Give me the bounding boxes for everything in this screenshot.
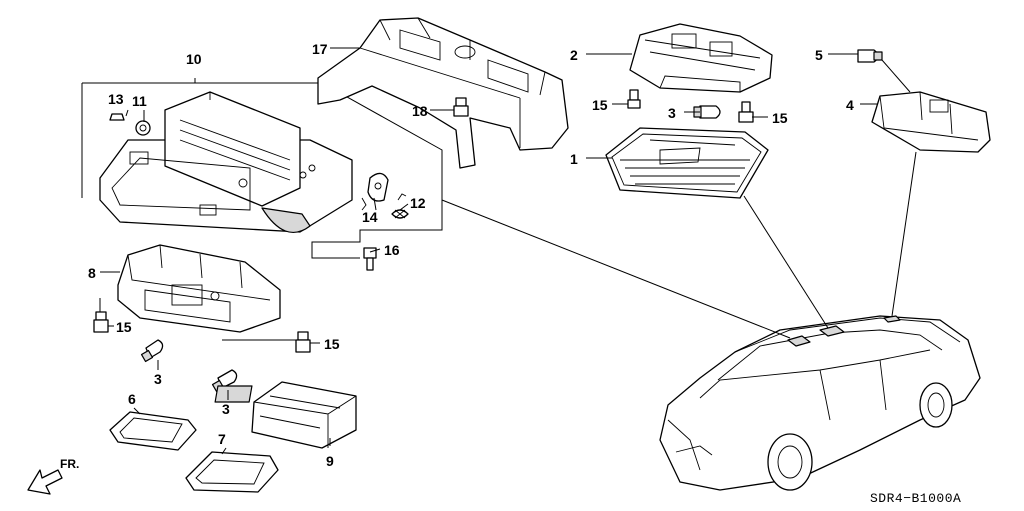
label-1: 1 (570, 151, 578, 167)
label-15-c: 15 (116, 319, 132, 335)
label-10: 10 (186, 51, 202, 67)
front-direction-indicator: FR. (27, 457, 79, 495)
console-assembly-bracket (81, 78, 443, 259)
label-15-d: 15 (324, 336, 340, 352)
light-unit-part-9 (214, 381, 357, 449)
bulb-part-5 (857, 49, 883, 63)
label-11: 11 (132, 93, 147, 109)
label-3-c: 3 (222, 401, 230, 417)
label-3-b: 3 (154, 371, 162, 387)
label-7: 7 (218, 431, 226, 447)
map-light-unit-part-2 (629, 23, 773, 93)
clip-part-14 (361, 172, 389, 211)
direction-label: FR. (60, 457, 79, 471)
bolt-part-15-lower-right (295, 331, 311, 353)
spring-part-12 (391, 193, 409, 219)
label-12: 12 (410, 195, 426, 211)
bulb-part-3-lower-left (140, 339, 164, 363)
label-3-a: 3 (668, 105, 676, 121)
bolt-part-15-upper-right (738, 101, 754, 123)
bolt-part-15-lower-left (93, 311, 109, 333)
label-13: 13 (108, 91, 124, 107)
part-number-labels: 10 13 11 17 18 2 15 3 15 1 5 4 12 14 16 … (88, 41, 854, 469)
lens-part-6 (109, 411, 197, 451)
rear-light-part-4 (871, 91, 991, 153)
switch-unit-part-8 (117, 244, 281, 333)
label-6: 6 (128, 391, 136, 407)
bolt-part-15-upper-left (627, 89, 641, 109)
car-outline (659, 315, 981, 491)
bolt-part-18 (453, 97, 469, 117)
label-9: 9 (326, 453, 334, 469)
console-housing (99, 91, 353, 234)
roof-bracket-part-17 (317, 17, 569, 169)
lens-part-7 (185, 451, 279, 493)
knob-part-11 (135, 120, 151, 136)
screw-part-13 (109, 113, 125, 121)
leader-lines (100, 47, 917, 455)
lens-part-1 (605, 127, 769, 199)
bolt-part-16 (363, 247, 377, 271)
label-8: 8 (88, 265, 96, 281)
label-15-a: 15 (592, 97, 608, 113)
label-18: 18 (412, 103, 428, 119)
label-14: 14 (362, 209, 378, 225)
arrow-left-down-icon (27, 469, 63, 495)
label-2: 2 (570, 47, 578, 63)
diagram-code: SDR4−B1000A (870, 491, 961, 506)
label-17: 17 (312, 41, 328, 57)
label-16: 16 (384, 242, 400, 258)
label-5: 5 (815, 47, 823, 63)
label-15-b: 15 (772, 110, 788, 126)
label-4: 4 (846, 97, 854, 113)
